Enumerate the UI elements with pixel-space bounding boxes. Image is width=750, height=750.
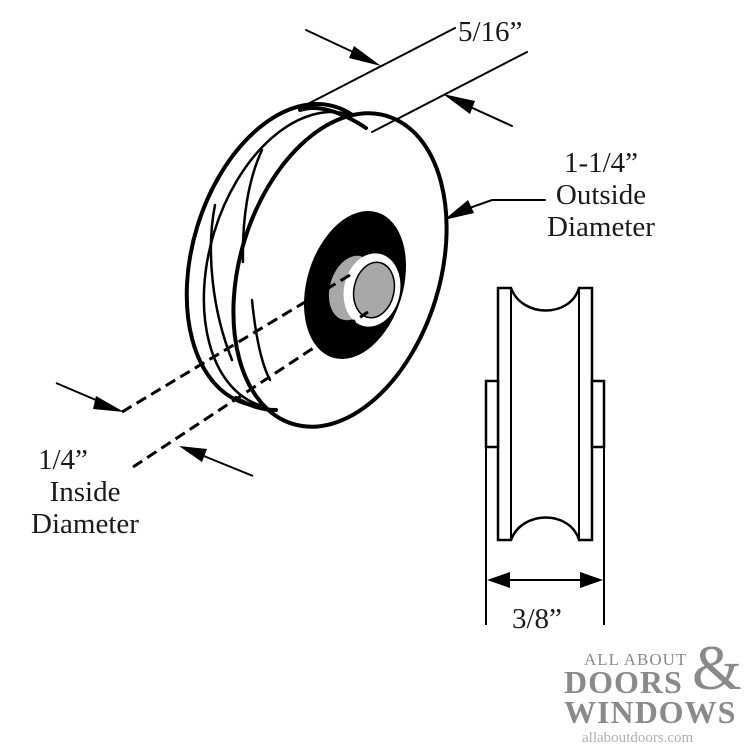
profile-outline <box>496 286 594 542</box>
profile-hub-left <box>484 379 500 449</box>
inside-diameter-text: Diameter <box>31 508 139 540</box>
inside-word-text: Inside <box>49 476 121 508</box>
outside-size-text: 1-1/4” <box>563 147 639 179</box>
wheel-3d <box>184 102 449 429</box>
inside-arrowhead-lower <box>179 446 207 462</box>
brand-logo: ALL ABOUT & DOORS WINDOWS allaboutdoors.… <box>560 636 748 748</box>
bearing-bore <box>352 261 396 319</box>
width-label: 5/16” <box>458 16 523 48</box>
inside-size-text: 1/4” <box>38 444 88 476</box>
profile-arrowhead-left <box>487 572 510 588</box>
width-dimension <box>299 27 528 133</box>
outside-diameter-label: 1-1/4” Outside Diameter <box>525 147 677 243</box>
profile-arrowhead-right <box>580 572 603 588</box>
inside-diameter-dimension <box>55 270 369 477</box>
brand-line-all-about: ALL ABOUT <box>584 650 688 669</box>
wheel-side-profile <box>484 286 606 625</box>
width-arrowhead-left <box>349 46 381 66</box>
width-arrowhead-right <box>443 94 475 114</box>
width-extension-line-front <box>371 51 528 133</box>
wheel-shade-arc-left <box>209 203 234 362</box>
wheel-top-edge <box>298 106 368 130</box>
bore-projection-upper <box>121 270 356 414</box>
outside-diameter-text: Diameter <box>547 211 655 243</box>
brand-line-windows: WINDOWS <box>564 694 737 730</box>
outside-leader-arrowhead <box>444 200 474 220</box>
brand-ampersand: & <box>692 632 742 703</box>
wheel-bottom-edge <box>234 396 278 412</box>
inside-arrowhead-upper <box>93 396 124 412</box>
width-extension-line-back <box>299 27 456 109</box>
wheel-shade-arc-right <box>241 148 264 264</box>
inside-diameter-label: 1/4” Inside Diameter <box>10 444 160 540</box>
brand-url: allaboutdoors.com <box>582 730 694 746</box>
outside-word-text: Outside <box>555 179 647 211</box>
bore-projection-lower <box>132 310 369 469</box>
wheel-shade-arc-bottom <box>250 298 272 382</box>
brand-line-doors: DOORS <box>564 664 683 700</box>
outside-diameter-leader <box>444 199 546 220</box>
profile-width-label: 3/8” <box>512 603 562 635</box>
profile-hub-right <box>590 379 606 449</box>
